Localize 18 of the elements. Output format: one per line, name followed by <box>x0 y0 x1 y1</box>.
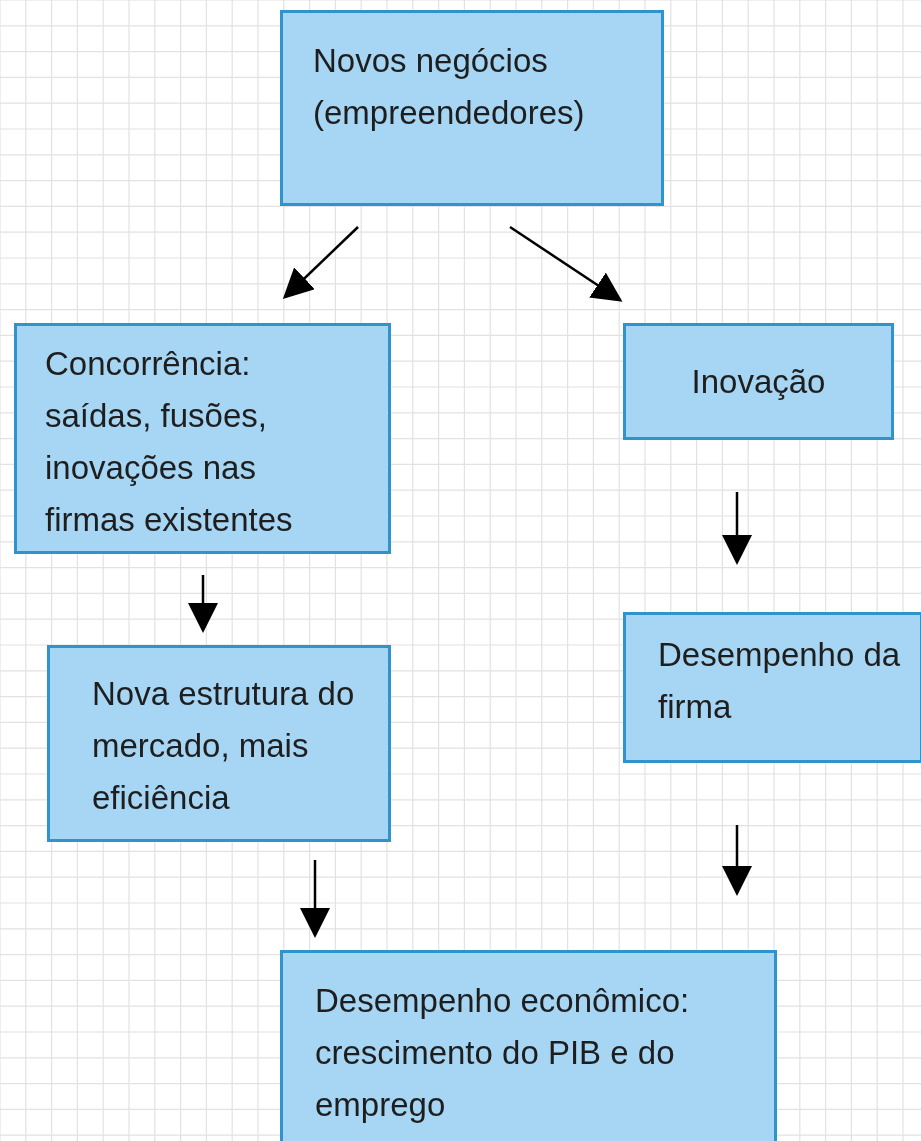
box-text: Novos negócios (empreendedores) <box>313 41 586 133</box>
arrow <box>722 492 752 565</box>
box-text: Inovação <box>690 362 827 402</box>
box-text: Desempenho econômico: crescimento do PIB e do emprego <box>315 981 691 1125</box>
process-box <box>14 323 391 554</box>
box-text: Desempenho da firma <box>658 635 902 727</box>
box-text: Concorrência: saídas, fusões, inovações nas firmas existentes <box>45 344 294 540</box>
process-box <box>623 323 894 440</box>
process-box <box>623 612 921 763</box>
arrow <box>722 825 752 896</box>
arrow <box>509 225 623 302</box>
arrow <box>300 860 330 938</box>
arrow <box>188 575 218 633</box>
box-text: Nova estrutura do mercado, mais eficiência <box>92 674 356 818</box>
process-box <box>280 950 777 1141</box>
process-box <box>280 10 664 206</box>
arrow <box>282 226 359 300</box>
process-box <box>47 645 391 842</box>
